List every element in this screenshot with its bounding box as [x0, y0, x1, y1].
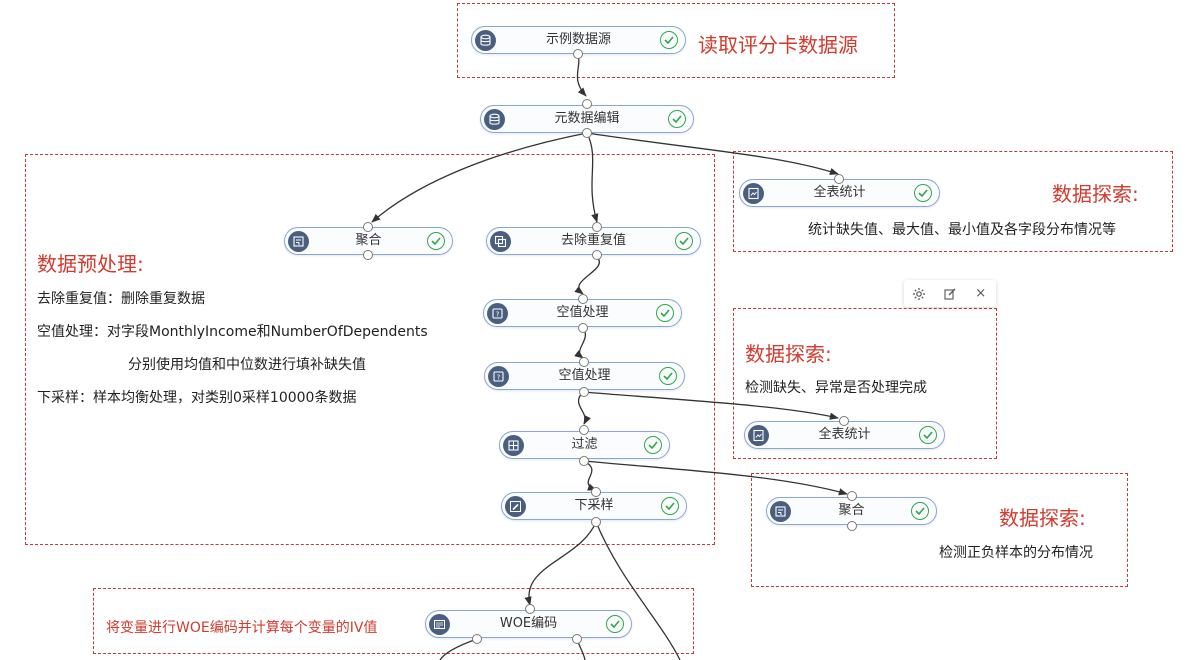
group-box-woe — [93, 588, 694, 654]
edge-n12-offscreen-1[interactable] — [439, 638, 478, 660]
close-icon[interactable]: × — [975, 286, 987, 301]
node-label: 空值处理 — [558, 368, 611, 383]
node-label: 全表统计 — [813, 185, 866, 200]
output-port[interactable] — [572, 634, 582, 644]
annotation-preprocess-line-3: 分别使用均值和中位数进行填补缺失值 — [128, 357, 366, 373]
input-port[interactable] — [363, 222, 373, 232]
check-icon — [659, 367, 677, 385]
input-port[interactable] — [578, 294, 588, 304]
annotation-woe-text: 将变量进行WOE编码并计算每个变量的IV值 — [106, 620, 378, 636]
gear-icon[interactable] — [908, 283, 930, 305]
input-port[interactable] — [592, 222, 602, 232]
group-box-explore-1 — [733, 151, 1173, 252]
output-port[interactable] — [573, 49, 583, 59]
edge-n11-n12[interactable] — [524, 521, 597, 606]
annotation-explore-1-text: 统计缺失值、最大值、最小值及各字段分布情况等 — [808, 222, 1116, 238]
node-woe-encoding[interactable]: WOE编码 — [425, 610, 632, 638]
node-label: 全表统计 — [818, 427, 871, 442]
output-port[interactable] — [847, 521, 857, 531]
check-icon — [661, 497, 679, 515]
output-port[interactable] — [363, 250, 373, 260]
check-icon — [427, 232, 445, 250]
output-port[interactable] — [578, 323, 588, 333]
check-icon — [660, 31, 678, 49]
node-label: 聚合 — [838, 503, 865, 518]
node-aggregate-2[interactable]: 聚合 — [766, 497, 937, 525]
check-icon — [911, 502, 929, 520]
annotation-explore-3-text: 检测正负样本的分布情况 — [939, 545, 1093, 561]
input-port[interactable] — [839, 416, 849, 426]
annotation-preprocess-line-4: 下采样：样本均衡处理，对类别0采样10000条数据 — [37, 390, 357, 406]
edge-n11-offscreen[interactable] — [595, 521, 681, 660]
annotation-preprocess-line-2: 空值处理：对字段MonthlyIncome和NumberOfDependents — [37, 324, 428, 340]
input-port[interactable] — [847, 491, 857, 501]
aggregate-icon — [288, 231, 309, 252]
output-port[interactable] — [582, 128, 592, 138]
node-label: 过滤 — [571, 437, 598, 452]
node-label: 去除重复值 — [560, 233, 626, 248]
check-icon — [675, 232, 693, 250]
edge-n2-n5[interactable] — [586, 132, 599, 223]
node-filter[interactable]: 过滤 — [499, 431, 670, 459]
node-label: WOE编码 — [499, 616, 558, 631]
annotation-preprocess-line-1: 去除重复值：删除重复数据 — [37, 291, 205, 307]
input-port[interactable] — [525, 604, 535, 614]
edge-n1-n2[interactable] — [576, 53, 587, 97]
edge-n7-n8[interactable] — [582, 391, 839, 420]
check-icon — [919, 426, 937, 444]
null-value-icon: ? — [488, 366, 509, 387]
edge-n2-n3[interactable] — [586, 132, 839, 175]
group-box-preprocess — [25, 154, 715, 545]
edit-icon — [505, 496, 526, 517]
annotation-explore-2-title: 数据探索: — [745, 342, 832, 366]
group-box-source — [457, 3, 895, 78]
check-icon — [656, 304, 674, 322]
group-box-explore-3 — [751, 473, 1128, 587]
check-icon — [668, 110, 686, 128]
edit-icon[interactable] — [939, 283, 961, 305]
annotation-source-title: 读取评分卡数据源 — [698, 33, 858, 57]
output-port[interactable] — [592, 250, 602, 260]
filter-icon — [503, 435, 524, 456]
report-icon — [743, 183, 764, 204]
check-icon — [644, 436, 662, 454]
annotation-preprocess-title: 数据预处理: — [37, 252, 144, 276]
aggregate-icon — [770, 501, 791, 522]
database-edit-icon — [484, 109, 505, 130]
output-port[interactable] — [579, 456, 589, 466]
edge-n5-n6[interactable] — [574, 255, 600, 295]
svg-text:?: ? — [497, 374, 501, 382]
report-icon — [748, 425, 769, 446]
annotation-explore-2-text: 检测缺失、异常是否处理完成 — [745, 380, 927, 396]
check-icon — [606, 615, 624, 633]
annotation-explore-1-title: 数据探索: — [1052, 182, 1139, 206]
input-port[interactable] — [579, 357, 589, 367]
input-port[interactable] — [834, 174, 844, 184]
input-port[interactable] — [582, 99, 592, 109]
woe-icon — [429, 614, 450, 635]
edge-n9-n10[interactable] — [583, 460, 848, 496]
input-port[interactable] — [591, 487, 601, 497]
output-port[interactable] — [591, 517, 601, 527]
output-port[interactable] — [579, 387, 589, 397]
svg-text:?: ? — [496, 311, 500, 319]
group-toolbar: × — [904, 280, 996, 307]
input-port[interactable] — [579, 425, 589, 435]
output-port[interactable] — [472, 634, 482, 644]
node-label: 空值处理 — [556, 305, 609, 320]
edge-n2-n4[interactable] — [371, 132, 588, 223]
dedupe-icon — [490, 231, 511, 252]
database-icon — [475, 30, 496, 51]
node-label: 下采样 — [574, 498, 614, 513]
null-value-icon: ? — [487, 303, 508, 324]
check-icon — [914, 184, 932, 202]
node-label: 元数据编辑 — [554, 111, 620, 126]
annotation-explore-3-title: 数据探索: — [999, 506, 1086, 530]
node-label: 聚合 — [355, 233, 382, 248]
node-label: 示例数据源 — [545, 32, 611, 47]
group-box-explore-2 — [733, 308, 997, 459]
